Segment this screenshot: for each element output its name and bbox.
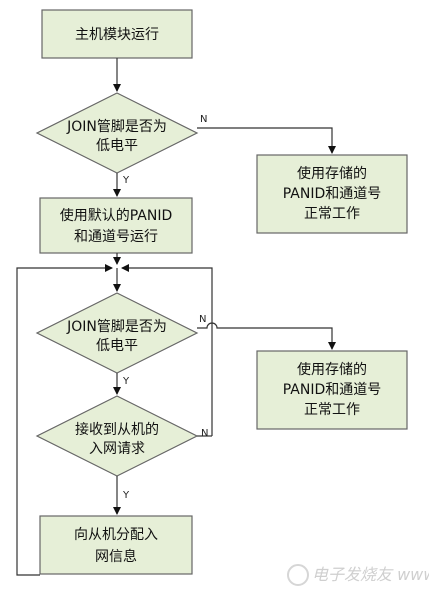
decision1-diamond: JOIN管脚是否为 低电平 bbox=[35, 92, 199, 174]
decision3-diamond: 接收到从机的 入网请求 bbox=[35, 395, 199, 477]
decision2-diamond: JOIN管脚是否为 低电平 bbox=[35, 292, 199, 374]
decision1-line2: 低电平 bbox=[96, 138, 138, 154]
loop-right-line bbox=[121, 264, 213, 436]
stored2-line3: 正常工作 bbox=[304, 402, 360, 418]
assign-line2: 网信息 bbox=[95, 548, 137, 565]
stored1-line3: 正常工作 bbox=[304, 206, 360, 222]
stored2-line2: PANID和通道号 bbox=[283, 382, 382, 398]
assign-network-box: 向从机分配入 网信息 bbox=[39, 515, 193, 575]
default-run-line1: 使用默认的PANID bbox=[60, 207, 173, 224]
decision2-line1: JOIN管脚是否为 bbox=[66, 319, 167, 335]
decision2-no-label: N bbox=[199, 314, 206, 325]
decision2-line2: 低电平 bbox=[96, 338, 138, 354]
watermark-text: 电子发烧友 www.elecfans.com bbox=[312, 565, 429, 584]
decision1-yes-label: Y bbox=[122, 175, 130, 186]
stored-params-box-1: 使用存储的 PANID和通道号 正常工作 bbox=[256, 154, 408, 234]
arrow-decision2-no bbox=[197, 322, 336, 350]
start-box: 主机模块运行 bbox=[41, 9, 193, 59]
decision1-no-label: N bbox=[200, 114, 207, 125]
default-run-box: 使用默认的PANID 和通道号运行 bbox=[39, 197, 193, 254]
decision3-line2: 入网请求 bbox=[89, 441, 145, 457]
stored1-line2: PANID和通道号 bbox=[283, 186, 382, 202]
decision3-line1: 接收到从机的 bbox=[75, 421, 159, 438]
assign-line1: 向从机分配入 bbox=[74, 527, 158, 543]
watermark-logo: 电子发烧友 www.elecfans.com bbox=[287, 564, 429, 586]
loop-back-line bbox=[16, 264, 113, 576]
decision3-no-label: N bbox=[201, 428, 208, 439]
default-run-line2: 和通道号运行 bbox=[74, 229, 158, 245]
stored1-line1: 使用存储的 bbox=[297, 165, 367, 182]
stored-params-box-2: 使用存储的 PANID和通道号 正常工作 bbox=[256, 350, 408, 430]
decision2-yes-label: Y bbox=[122, 376, 130, 387]
stored2-line1: 使用存储的 bbox=[297, 361, 367, 378]
start-label: 主机模块运行 bbox=[75, 27, 159, 43]
decision1-line1: JOIN管脚是否为 bbox=[66, 119, 167, 135]
decision3-yes-label: Y bbox=[122, 490, 130, 501]
arrow-decision1-no bbox=[197, 127, 336, 154]
